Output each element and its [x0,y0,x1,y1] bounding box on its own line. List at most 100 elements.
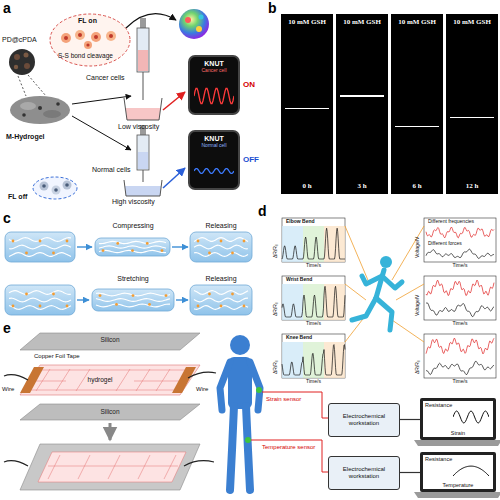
hydrogel-strain-scheme [25,293,28,296]
copper-tape [20,367,44,393]
hydrogel-strain-scheme [243,240,246,243]
syringe [137,125,149,182]
annotation-label: Wire [2,386,14,393]
nanoparticle-cluster [24,63,30,69]
beaker [124,180,162,196]
annotation-label: ON [243,80,255,89]
beaker [124,98,162,120]
hydrogel-strain-scheme [9,305,71,309]
connector-wire [400,472,420,473]
hydrogel-strain-scheme [5,285,75,315]
sensor-wire [262,392,328,418]
annotation-label: Temperature sensor [262,444,315,451]
nanoparticle-cluster [14,54,20,60]
silicon-layer [20,333,200,350]
wire [188,372,216,378]
connector-group [400,420,420,473]
hydrogel-strain-scheme [5,232,75,262]
hydrogel-strain-scheme [197,240,200,243]
syringe [137,135,149,170]
annotation-label: Copper Foil Tape [34,353,80,360]
hydrogel-strain-scheme [9,291,71,295]
signal-plots [282,218,345,262]
fl-off-region [42,184,46,188]
annotation-label: hydrogel [87,376,114,383]
node-heading: Resistance [425,402,452,408]
human-figure [230,335,250,355]
hydrogel-strain-scheme [9,253,71,257]
hydrogel-strain-scheme [96,299,170,302]
fl-on-region [106,31,116,41]
hydrogel-layer [36,369,170,391]
syringe [137,28,149,72]
assembly-arrow [110,423,111,440]
signal-plots [426,280,494,295]
hydrogel-strain-scheme [99,294,102,297]
runner-figure [345,226,424,342]
hydrogel-cloud [56,102,60,106]
syringe [137,18,149,100]
hydrogel-strain-scheme [9,245,71,249]
signal-plots [282,226,303,262]
signal-plots [426,303,494,317]
human-figure [256,387,262,393]
hydrogel-strain-scheme [161,249,164,252]
hydrogel-strain-scheme [12,240,15,243]
node-subtext: Temperature [443,482,474,488]
runner-figure [345,284,366,300]
hydrogel-strain-scheme [39,240,42,243]
fluorescent-globe [185,17,191,23]
hydrogel-strain-scheme [220,240,223,243]
annotation-label: High viscosity [112,198,155,206]
hydrogel-strain-scheme [25,252,28,255]
hydrogel-cloud [10,96,70,124]
signal-wave [194,160,234,182]
fl-on-region [50,14,130,66]
fl-off-region [52,186,61,195]
fluorescent-globe [196,26,202,32]
annotation-label: Time/s [453,321,468,327]
annotation-label: Time/s [453,379,468,385]
copper-tape [172,367,196,393]
response-curve [453,409,489,425]
hydrogel-strain-scheme [116,242,119,245]
silicon-layer [20,404,200,420]
node-subtext: Cancer cell [201,68,226,74]
syringe [138,152,148,169]
node-heading: 10 mM GSH [398,18,436,26]
panel-letter: e [3,320,11,336]
fl-on-region [75,30,85,40]
laptop-screen: ResistanceTemperature [420,452,496,492]
runner-figure [362,276,382,284]
hydrogel-strain-scheme [131,249,134,252]
annotation-label: Time/s [306,379,321,385]
laptop-base [414,440,500,446]
fl-on-region [64,36,68,40]
node-heading: 10 mM GSH [453,18,491,26]
signal-plots [426,338,494,354]
wire [4,375,28,380]
node-heading: Electrochemical workstation [332,466,396,480]
fl-off-region [65,183,69,187]
axis-label: Voltage/V [415,237,421,258]
response-curve [453,463,489,479]
axis-label: ΔR/R₀ [273,360,279,374]
workstation-box: Electrochemical workstation [328,456,400,490]
annotation-label: Compressing [112,222,153,230]
fluorescent-globe [179,9,209,39]
hydrogel-strain-scheme [172,246,188,247]
signal-plots [424,218,496,262]
hydrogel-strain-scheme [194,245,248,249]
phone-screen: KNUTNormal cell [188,130,240,190]
annotation-label: FL on [78,17,97,25]
hydrogel-strain-scheme [194,298,248,302]
assembled-sensor [20,444,200,490]
hydrogel-strain-scheme [231,293,234,296]
signal-plots [426,249,494,258]
annotation-label: Wrist Bend [285,277,313,283]
annotation-label: Time/s [453,263,468,269]
hydrogel-strain-scheme [77,246,92,247]
assembled-sensor [48,455,178,479]
annotation-label: Knee Bend [285,335,313,341]
